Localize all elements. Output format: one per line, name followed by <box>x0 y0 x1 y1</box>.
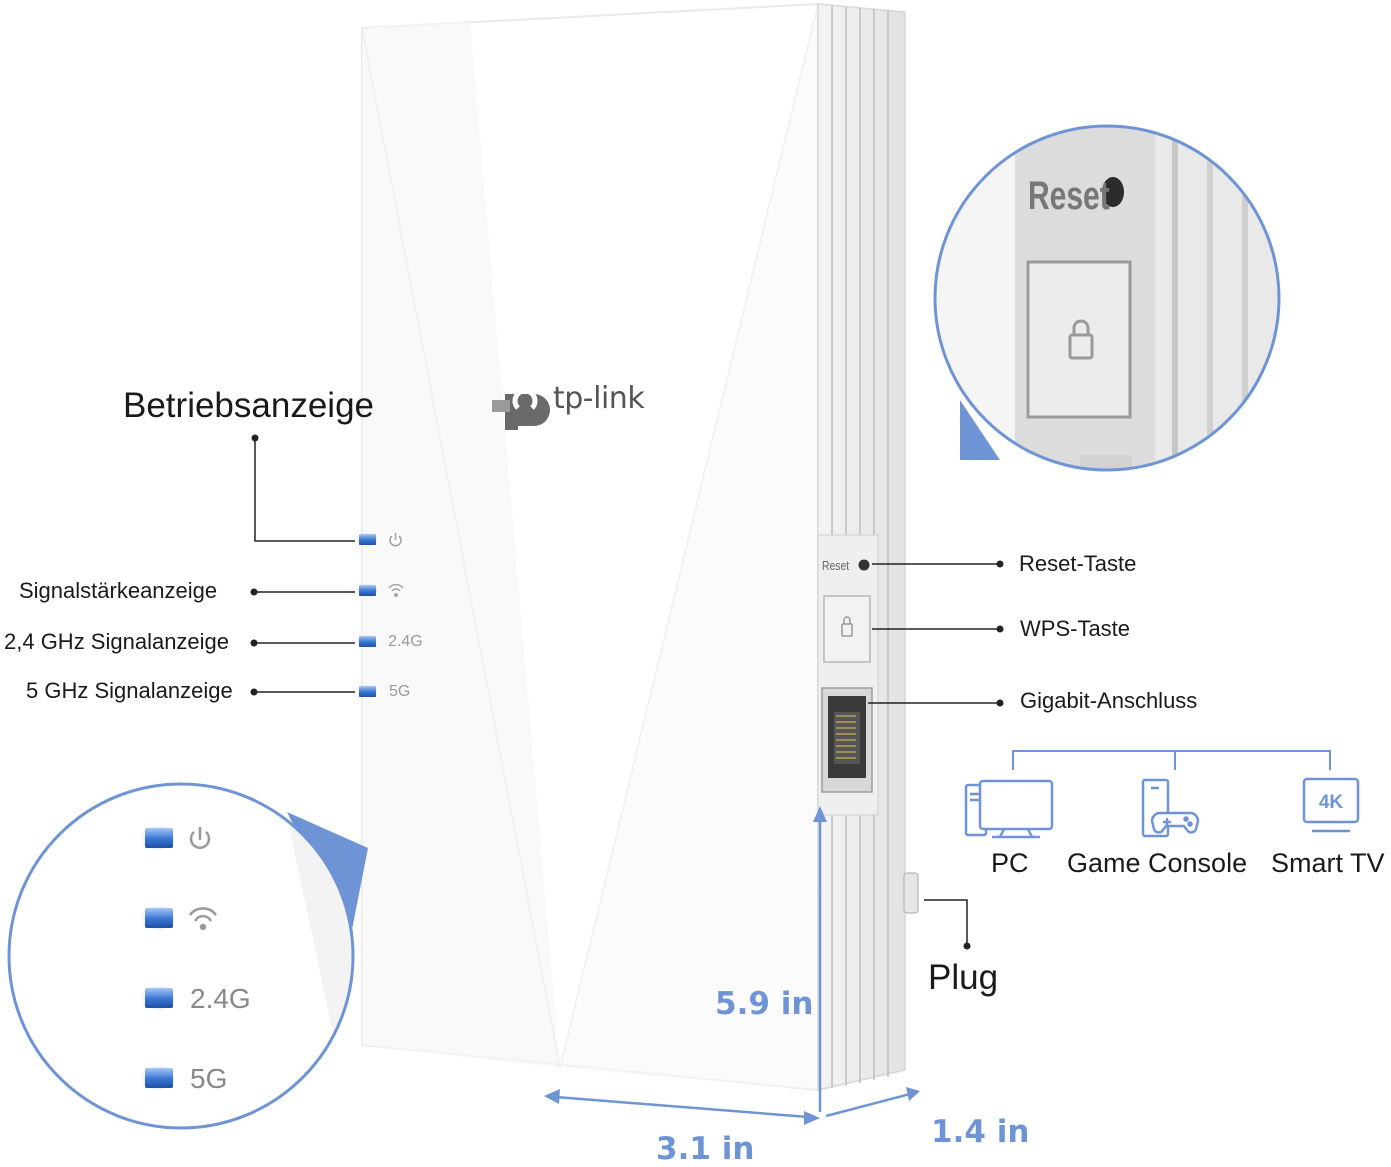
power-icon <box>389 533 402 547</box>
plug-prong <box>903 872 919 914</box>
led-label-5: 5G <box>389 683 411 700</box>
left-callout-lines <box>254 438 355 693</box>
extender-body <box>361 2 819 1092</box>
label-5ghz-led: 5 GHz Signalanzeige <box>26 678 233 703</box>
led-column <box>356 532 404 698</box>
right-callout-dots <box>963 560 1004 950</box>
zoom-wifi-icon <box>188 907 218 931</box>
band-24-led <box>356 634 378 648</box>
device-label-smart-tv: Smart TV <box>1271 848 1385 878</box>
wps-button[interactable] <box>823 595 871 663</box>
label-gigabit-port: Gigabit-Anschluss <box>1020 688 1198 713</box>
device-label-pc: PC <box>991 848 1029 878</box>
left-callout-dots <box>250 434 259 696</box>
dimension-depth: 1.4 in <box>931 1114 1030 1150</box>
zoom-led-label-5: 5G <box>190 1063 228 1094</box>
zoom-detail-leds <box>7 782 368 1130</box>
dimension-arrows <box>544 806 920 1125</box>
dimension-height: 5.9 in <box>715 986 814 1022</box>
zoom-power-icon <box>189 827 211 849</box>
signal-led <box>356 583 378 597</box>
brand-logo-text: tp-link <box>553 381 645 416</box>
device-label-game-console: Game Console <box>1067 848 1248 878</box>
right-callout-lines <box>868 563 1000 946</box>
game-console-icon <box>1141 778 1200 838</box>
dimension-width: 3.1 in <box>656 1131 755 1167</box>
tv-4k-badge: 4K <box>1319 792 1344 813</box>
label-power-led: Betriebsanzeige <box>123 386 374 425</box>
led-label-24: 2.4G <box>388 633 423 650</box>
ethernet-port[interactable] <box>821 687 873 793</box>
device-bracket <box>1012 750 1331 770</box>
label-reset-button: Reset-Taste <box>1019 551 1137 576</box>
reset-pinhole[interactable] <box>858 559 870 571</box>
zoom-reset-marking: Reset <box>1028 174 1110 218</box>
desktop-pc-icon <box>964 779 1054 839</box>
smart-tv-icon: 4K <box>1302 777 1360 833</box>
wifi-icon <box>388 583 404 597</box>
extender-side-panel <box>817 3 906 1091</box>
band-5-led <box>356 684 378 698</box>
reset-marking: Reset <box>822 558 850 573</box>
zoom-led-label-24: 2.4G <box>190 983 251 1014</box>
label-signal-strength-led: Signalstärkeanzeige <box>19 578 218 603</box>
power-led <box>356 532 378 546</box>
label-plug: Plug <box>928 958 999 997</box>
tp-link-logo-icon <box>492 388 550 430</box>
label-24ghz-led: 2,4 GHz Signalanzeige <box>4 629 230 654</box>
label-wps-button: WPS-Taste <box>1020 616 1131 641</box>
